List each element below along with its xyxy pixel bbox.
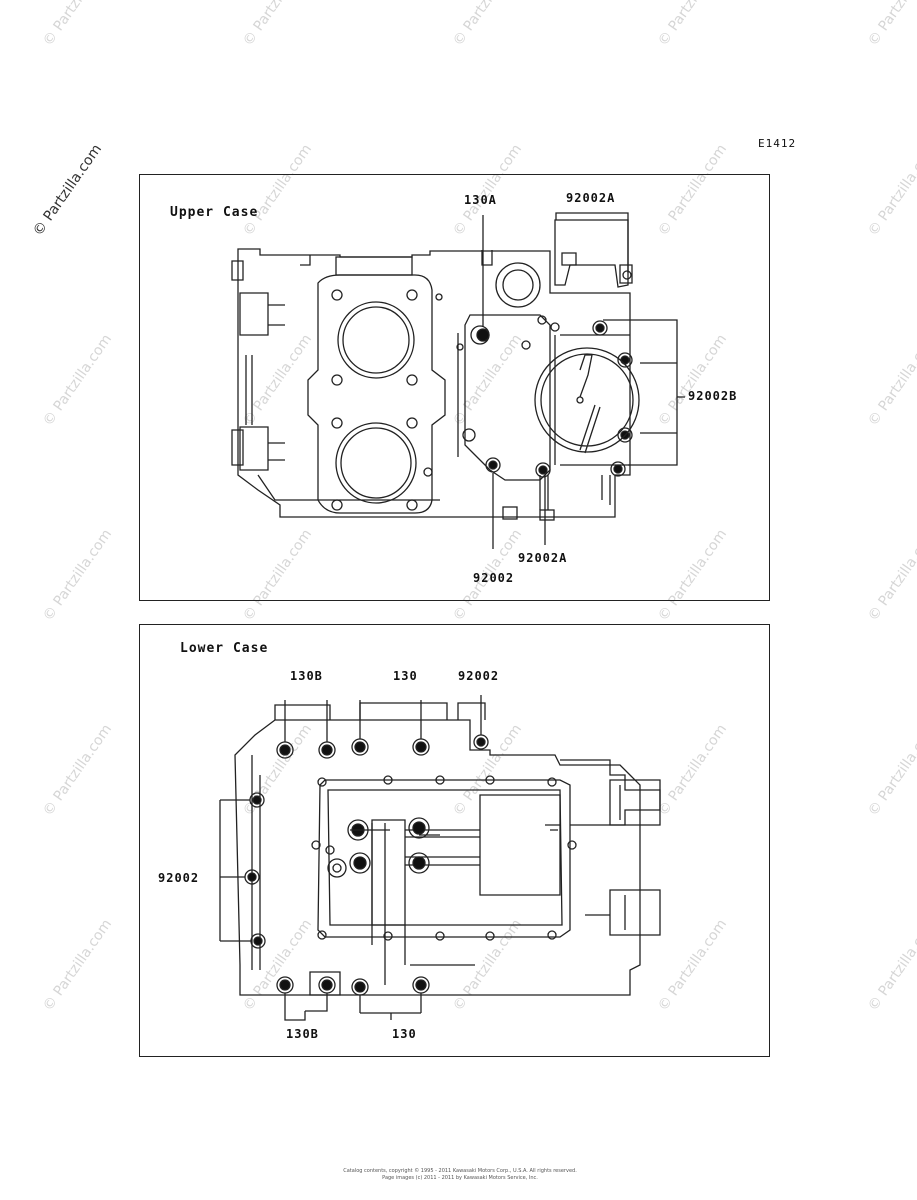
lower-case-diagram — [219, 695, 661, 1021]
upper-case-diagram — [231, 212, 685, 549]
copyright-line-1: Catalog contents, copyright © 1995 - 201… — [343, 1168, 577, 1174]
upper-case-title: Upper Case — [170, 205, 259, 220]
copyright-notice: Catalog contents, copyright © 1995 - 201… — [300, 1168, 620, 1182]
callout-130a: 130A — [464, 193, 497, 207]
callout-92002: 92002 — [473, 571, 515, 585]
callout-130b-bottom: 130B — [286, 1027, 319, 1041]
watermark: © Partzilla.com — [40, 331, 116, 430]
watermark: © Partzilla.com — [865, 331, 917, 430]
callout-92002a-bottom: 92002A — [518, 551, 568, 565]
watermark: © Partzilla.com — [865, 916, 917, 1015]
watermark: © Partzilla.com — [40, 721, 116, 820]
callout-92002-top: 92002 — [458, 669, 500, 683]
lower-case-panel: Lower Case 130B 130 92002 92002 130B 130 — [139, 624, 770, 1057]
watermark: © Partzilla.com — [865, 721, 917, 820]
callout-92002a-top: 92002A — [566, 191, 616, 205]
copyright-line-2: Page images (c) 2011 - 2011 by Kawasaki … — [382, 1175, 538, 1181]
watermark: © Partzilla.com — [655, 0, 731, 50]
watermark: © Partzilla.com — [240, 0, 316, 50]
watermark: © Partzilla.com — [40, 916, 116, 1015]
upper-case-panel: Upper Case 130A 92002A 92002B 92002A 920… — [139, 174, 770, 601]
watermark: © Partzilla.com — [40, 0, 116, 50]
figure-code: E1412 — [758, 137, 797, 150]
callout-92002b: 92002B — [688, 389, 738, 403]
watermark: © Partzilla.com — [865, 526, 917, 625]
watermark: © Partzilla.com — [865, 141, 917, 240]
watermark: © Partzilla.com — [40, 526, 116, 625]
lower-case-title: Lower Case — [180, 641, 269, 656]
callout-130b-top: 130B — [290, 669, 323, 683]
watermark: © Partzilla.com — [865, 0, 917, 50]
side-watermark: © Partzilla.com — [30, 141, 106, 240]
callout-130-top: 130 — [393, 669, 418, 683]
callout-92002-left: 92002 — [158, 871, 200, 885]
callout-130-bottom: 130 — [392, 1027, 417, 1041]
watermark: © Partzilla.com — [450, 0, 526, 50]
